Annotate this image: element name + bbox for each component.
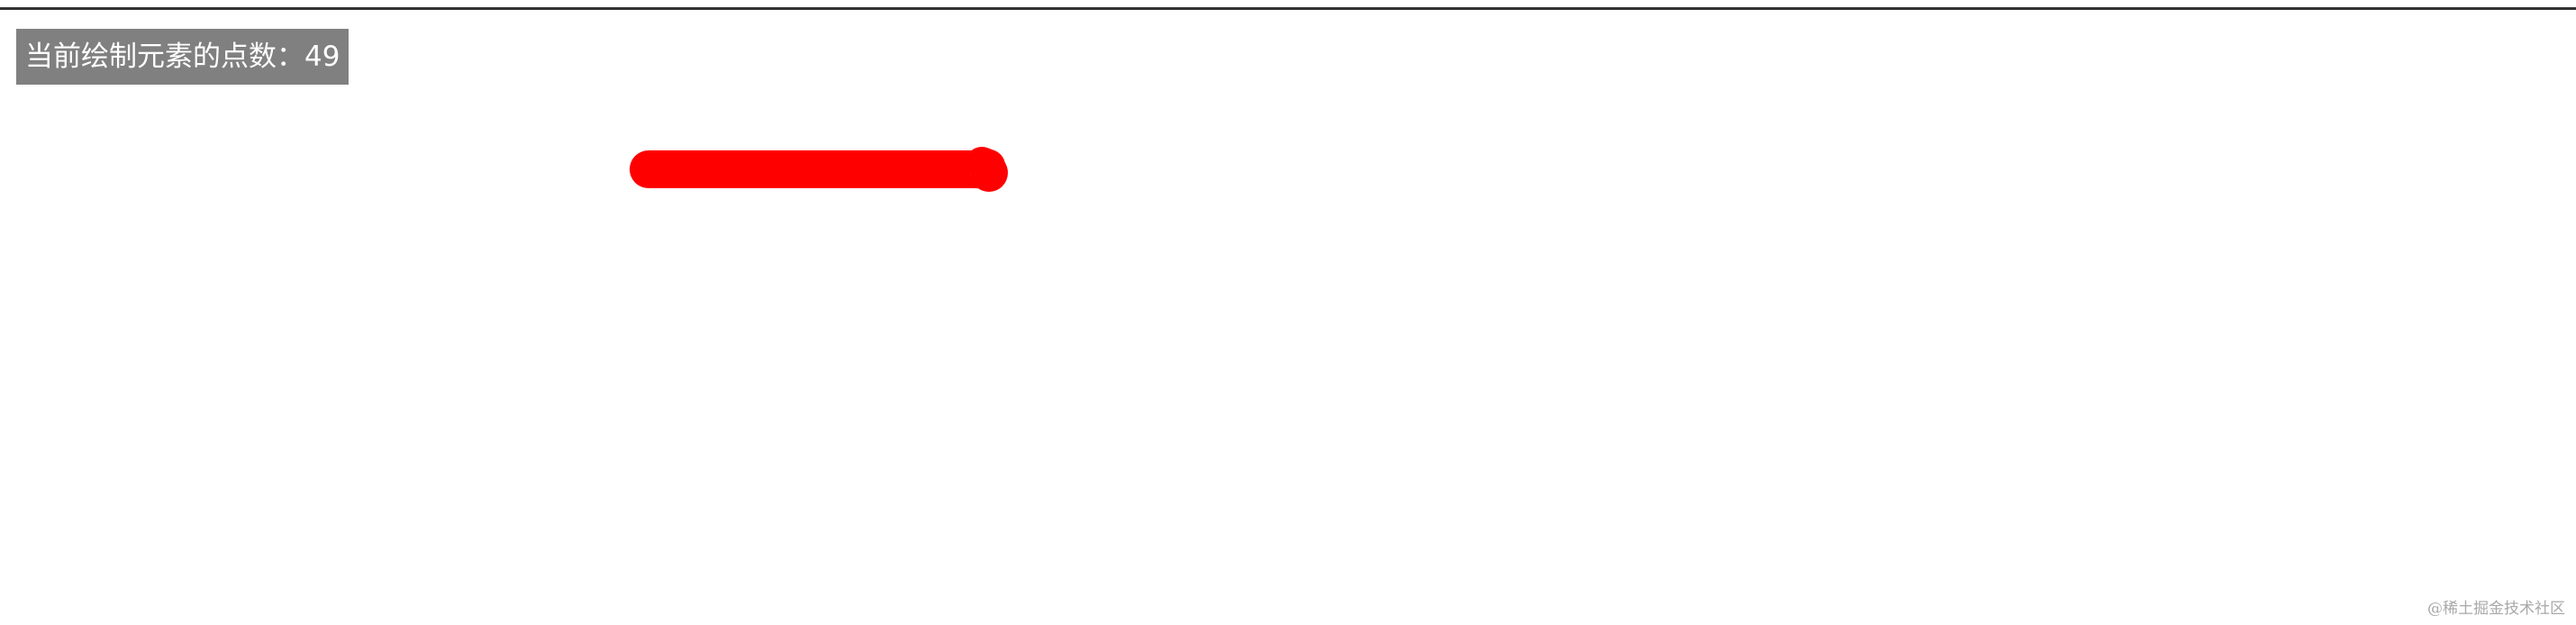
drawn-stroke-end <box>966 147 1005 182</box>
point-count-label: 当前绘制元素的点数：49 <box>16 29 349 85</box>
drawing-canvas[interactable] <box>0 11 2576 623</box>
top-divider <box>0 7 2576 10</box>
watermark: @稀土掘金技术社区 <box>2427 600 2565 618</box>
drawn-stroke <box>630 150 1008 192</box>
